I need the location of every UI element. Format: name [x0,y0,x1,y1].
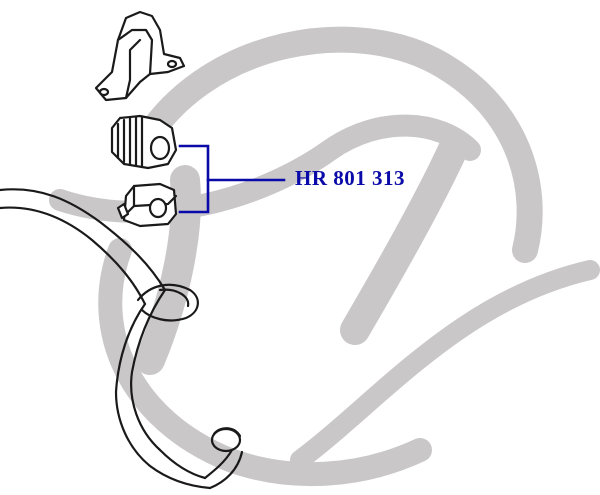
part-number-label: HR 801 313 [295,166,405,190]
lower-bushing [116,182,178,228]
mounting-bracket [94,10,186,102]
callout-bracket [178,144,286,214]
stabilizer-bar [0,188,244,490]
upper-bushing [110,114,178,170]
